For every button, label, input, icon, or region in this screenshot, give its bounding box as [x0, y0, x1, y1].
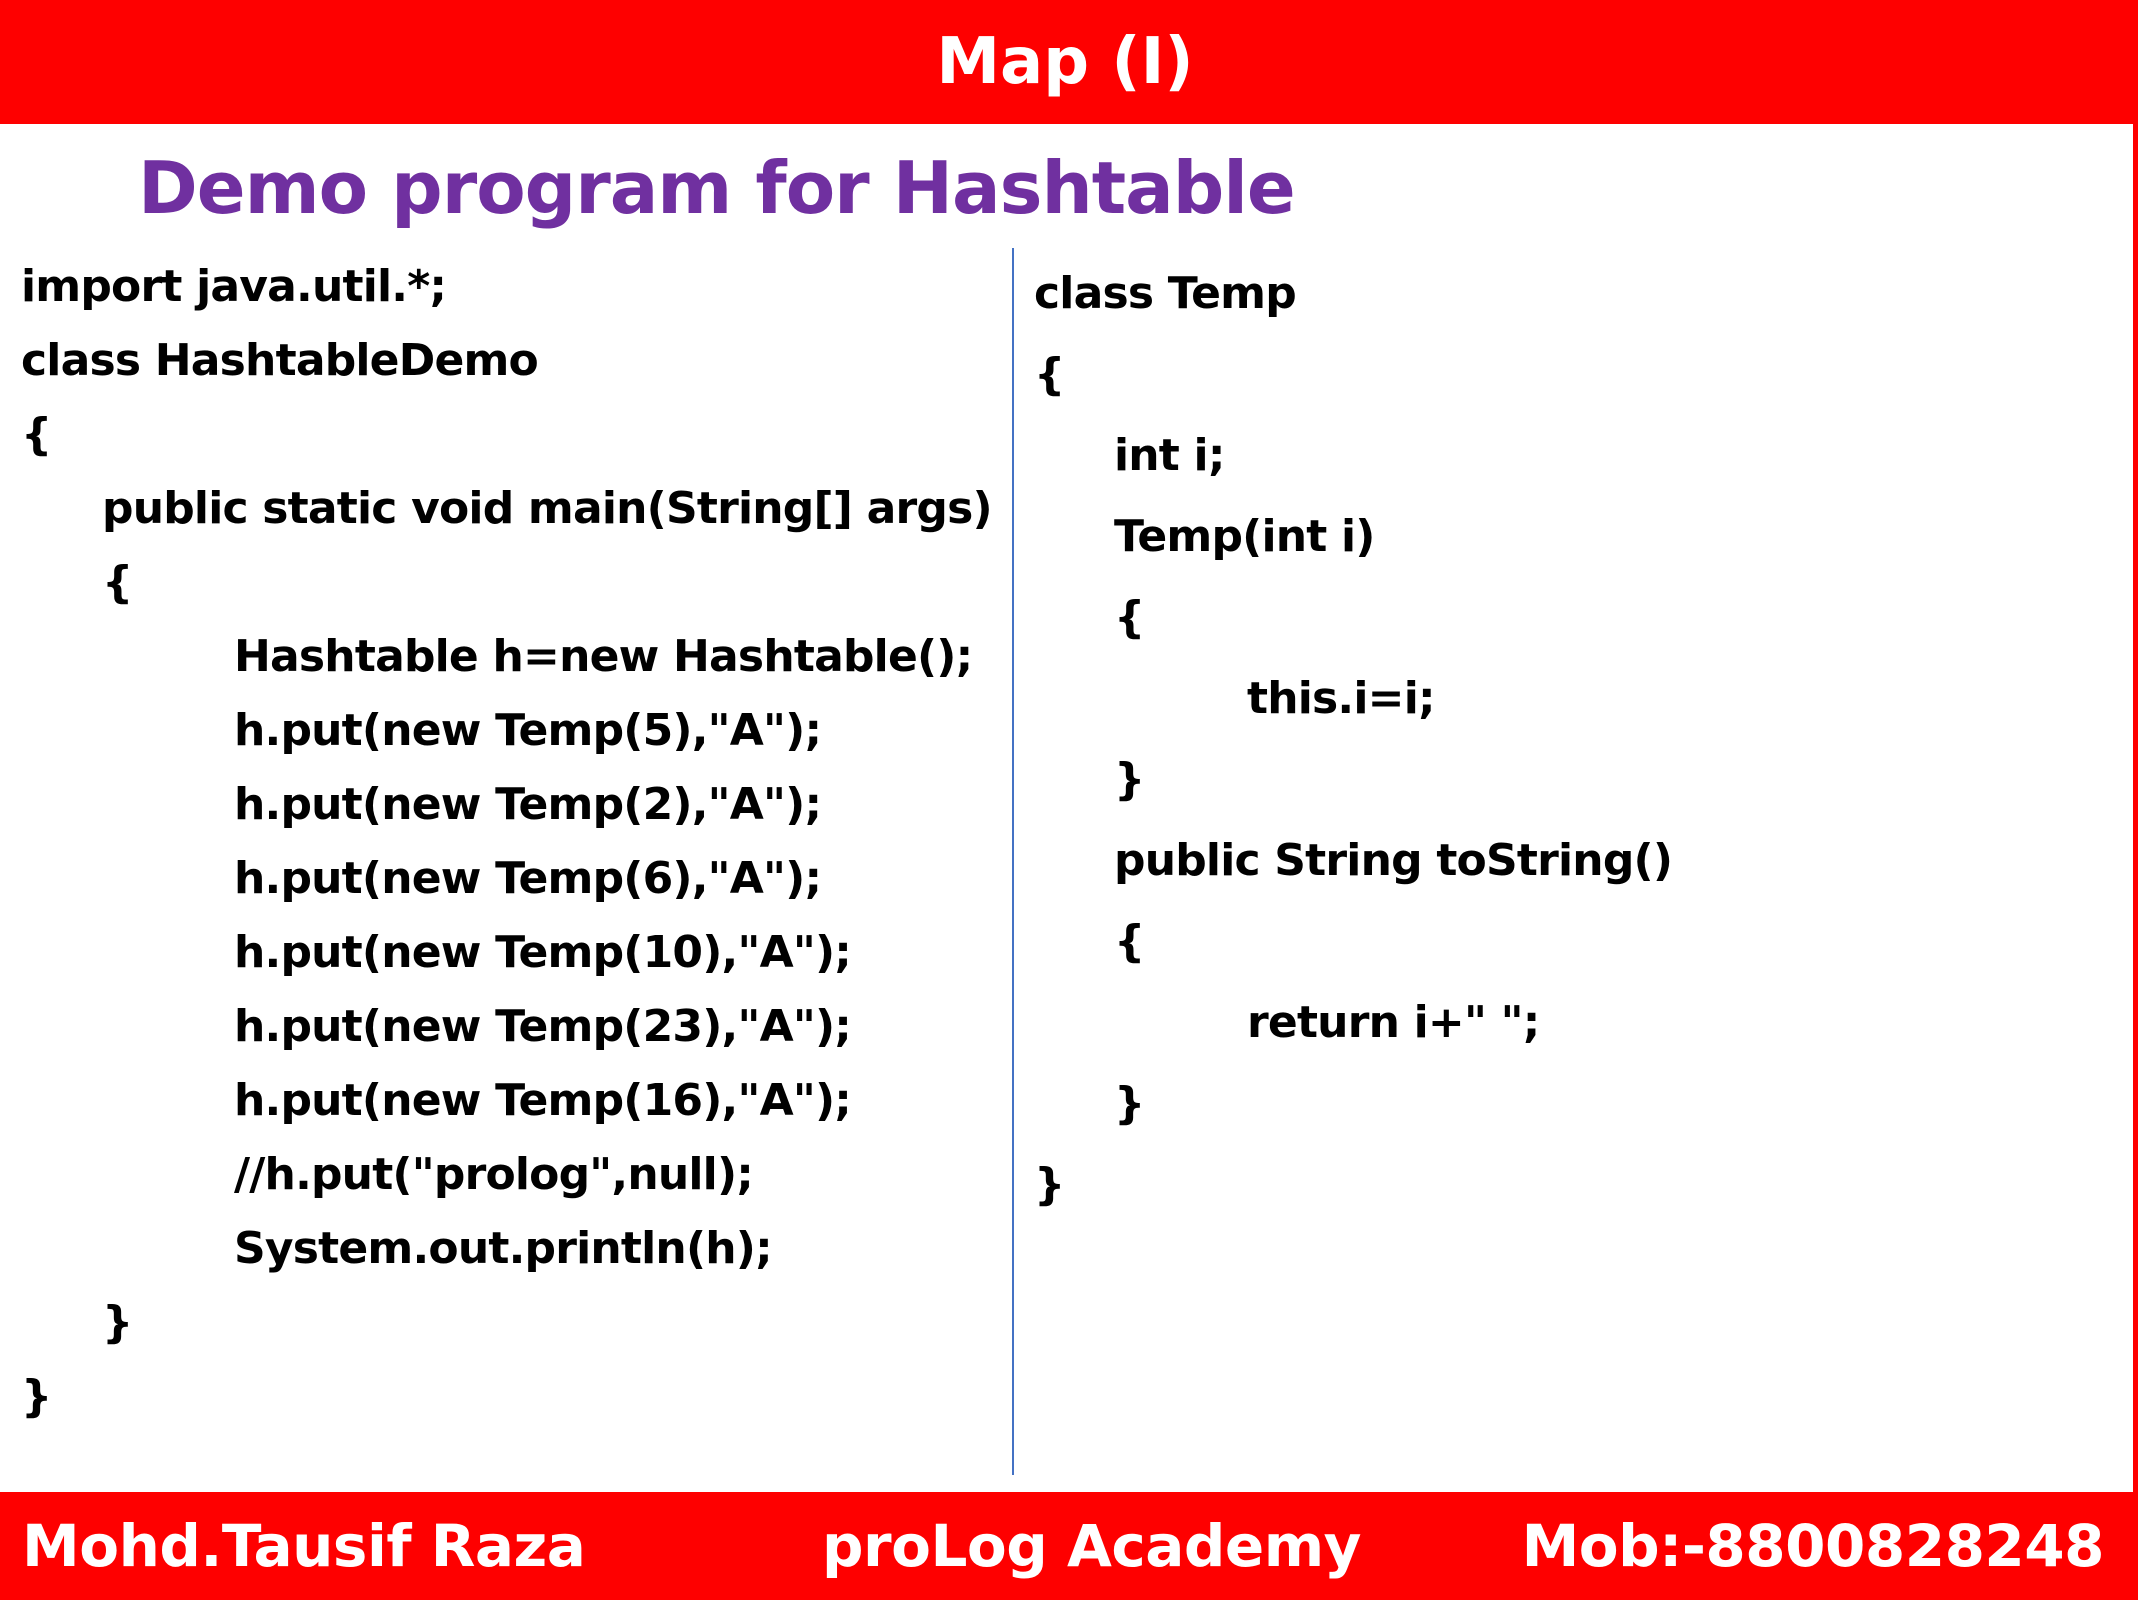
- code-line: public String toString(): [1114, 835, 1673, 886]
- code-line: {: [1034, 349, 1065, 400]
- code-line: this.i=i;: [1247, 673, 1436, 724]
- code-line: Temp(int i): [1114, 511, 1375, 562]
- code-line: {: [1114, 592, 1145, 643]
- code-line: import java.util.*;: [21, 261, 447, 312]
- slide-title: Map (I): [936, 25, 1194, 99]
- code-line: }: [21, 1371, 52, 1422]
- footer-bar: [0, 1492, 2138, 1600]
- code-line: }: [1034, 1159, 1065, 1210]
- code-line: h.put(new Temp(2),"A");: [234, 779, 822, 830]
- code-line: }: [102, 1297, 133, 1348]
- footer-phone: Mob:-8800828248: [1521, 1512, 2105, 1580]
- code-line: {: [102, 557, 133, 608]
- footer-academy: proLog Academy: [822, 1512, 1362, 1580]
- code-line: int i;: [1114, 430, 1225, 481]
- code-line: //h.put("prolog",null);: [234, 1149, 754, 1200]
- code-line: public static void main(String[] args): [102, 483, 993, 534]
- code-line: {: [21, 409, 52, 460]
- code-line: Hashtable h=new Hashtable();: [234, 631, 973, 682]
- code-line: h.put(new Temp(16),"A");: [234, 1075, 852, 1126]
- code-line: return i+" ";: [1247, 997, 1540, 1048]
- right-edge-stripe: [2133, 124, 2138, 1492]
- code-line: h.put(new Temp(10),"A");: [234, 927, 852, 978]
- code-line: }: [1114, 754, 1145, 805]
- code-line: h.put(new Temp(23),"A");: [234, 1001, 852, 1052]
- code-line: }: [1114, 1078, 1145, 1129]
- code-line: h.put(new Temp(5),"A");: [234, 705, 822, 756]
- code-line: System.out.println(h);: [234, 1223, 773, 1274]
- footer-author: Mohd.Tausif Raza: [22, 1512, 586, 1580]
- column-divider: [1012, 248, 1014, 1475]
- code-line: h.put(new Temp(6),"A");: [234, 853, 822, 904]
- slide-subtitle: Demo program for Hashtable: [138, 146, 1296, 230]
- header-bar: Map (I): [0, 0, 2138, 124]
- code-line: {: [1114, 916, 1145, 967]
- code-line: class Temp: [1034, 268, 1297, 319]
- code-line: class HashtableDemo: [21, 335, 539, 386]
